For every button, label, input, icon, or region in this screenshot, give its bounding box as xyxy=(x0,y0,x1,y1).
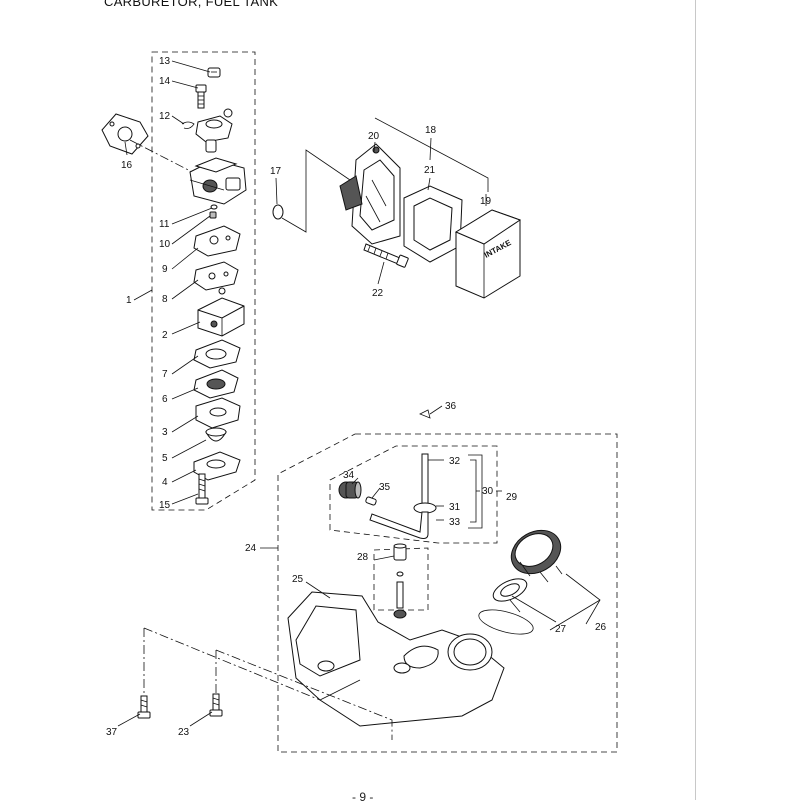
gasket-alignment-line xyxy=(129,139,201,177)
part-11-screen xyxy=(210,204,218,210)
part-throttle-shaft xyxy=(195,108,233,153)
part-2-pump-body xyxy=(197,287,245,337)
fuel-tank-assembly-box xyxy=(277,433,618,753)
part-23-bolt xyxy=(209,693,223,717)
part-8-diaphragm xyxy=(193,261,239,291)
callout-labels: 13 14 12 16 11 10 9 8 1 2 7 6 3 5 4 15 1… xyxy=(106,56,607,738)
callout-10: 10 xyxy=(159,239,171,250)
callout-15: 15 xyxy=(159,500,171,511)
callout-9: 9 xyxy=(162,264,168,275)
callout-34: 34 xyxy=(343,470,355,481)
part-34-filter xyxy=(338,481,362,499)
callout-28: 28 xyxy=(357,552,369,563)
part-5-primer-bulb xyxy=(205,427,227,442)
part-9-gasket xyxy=(193,225,241,257)
callout-35: 35 xyxy=(379,482,391,493)
callout-6: 6 xyxy=(162,394,168,405)
callout-13: 13 xyxy=(159,56,171,67)
callout-5: 5 xyxy=(162,453,168,464)
callout-3: 3 xyxy=(162,427,168,438)
part-10-plug xyxy=(209,211,217,219)
callout-29: 29 xyxy=(506,492,518,503)
part-25-fuel-tank xyxy=(287,591,505,727)
callout-18: 18 xyxy=(425,125,437,136)
part-3-cover xyxy=(195,397,241,429)
o-ring-connection-line xyxy=(281,149,351,233)
part-17-o-ring xyxy=(272,204,284,220)
callout-4: 4 xyxy=(162,477,168,488)
part-15-screw xyxy=(195,473,209,505)
callout-24: 24 xyxy=(245,543,257,554)
part-7-gasket xyxy=(193,339,241,369)
callout-23: 23 xyxy=(178,727,190,738)
callout-32: 32 xyxy=(449,456,461,467)
page-divider xyxy=(695,0,696,800)
part-4-retainer xyxy=(193,451,241,481)
callout-31: 31 xyxy=(449,502,461,513)
bolt-23-path xyxy=(215,649,393,740)
callout-33: 33 xyxy=(449,517,461,528)
callout-12: 12 xyxy=(159,111,171,122)
part-37-bolt xyxy=(137,695,151,719)
callout-22: 22 xyxy=(372,288,384,299)
leader-lines xyxy=(117,60,601,727)
callout-20: 20 xyxy=(368,131,380,142)
callout-17: 17 xyxy=(270,166,282,177)
part-28-vent-valve xyxy=(393,543,407,619)
callout-36: 36 xyxy=(445,401,457,412)
part-21-filter-element xyxy=(403,185,463,263)
callout-11: 11 xyxy=(159,219,170,230)
callout-25: 25 xyxy=(292,574,304,585)
page-title: CARBURETOR, FUEL TANK xyxy=(104,0,279,9)
part-36-clip xyxy=(419,409,431,419)
vent-valve-box xyxy=(373,547,429,611)
callout-7: 7 xyxy=(162,369,168,380)
part-14-needle xyxy=(195,84,207,109)
part-13-screw xyxy=(207,67,221,78)
part-carburetor-body xyxy=(189,157,247,205)
callout-16: 16 xyxy=(121,160,133,171)
part-22-bolt xyxy=(363,243,409,268)
fuel-pickup-box xyxy=(329,445,498,544)
part-35-weight xyxy=(365,496,377,506)
part-32-fuel-line xyxy=(421,453,429,507)
callout-27: 27 xyxy=(555,624,567,635)
callout-30: 30 xyxy=(482,486,494,497)
callout-21: 21 xyxy=(424,165,436,176)
part-33-pickup-line xyxy=(369,511,429,539)
part-27-gasket xyxy=(478,578,534,635)
bracket-18 xyxy=(374,117,489,192)
callout-26: 26 xyxy=(595,622,607,633)
part-26-fuel-cap xyxy=(510,529,563,583)
bolt-37-path xyxy=(143,627,321,701)
callout-37: 37 xyxy=(106,727,118,738)
part-6-diaphragm xyxy=(193,369,239,399)
part-19-air-cleaner-cover: INTAKE xyxy=(454,209,522,299)
callout-8: 8 xyxy=(162,294,168,305)
callout-14: 14 xyxy=(159,76,171,87)
part-12-clip xyxy=(181,121,195,129)
page-number: - 9 - xyxy=(352,790,374,804)
part-16-gasket xyxy=(101,113,149,155)
carburetor-assembly-box xyxy=(151,51,256,511)
callout-19: 19 xyxy=(480,196,492,207)
callout-1: 1 xyxy=(126,295,132,306)
callout-2: 2 xyxy=(162,330,168,341)
part-20-air-cleaner-base xyxy=(339,143,401,245)
